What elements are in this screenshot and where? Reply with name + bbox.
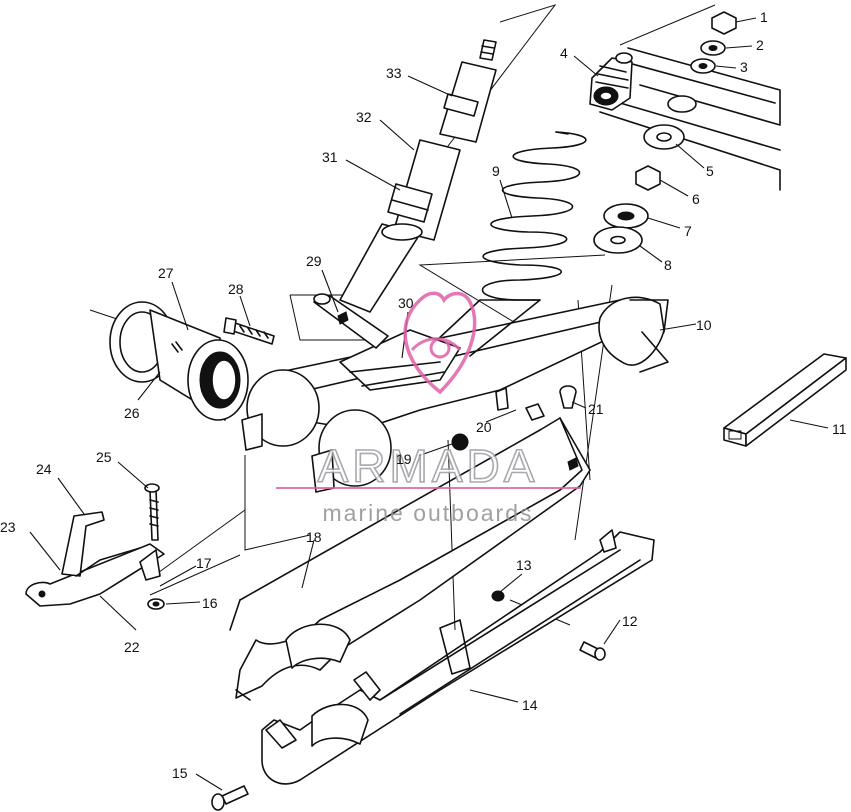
leader-lines — [29, 17, 829, 791]
watermark-tagline: marine outboards — [323, 500, 534, 526]
pivot-tube-end — [598, 296, 665, 366]
callout-14: 14 — [522, 697, 538, 713]
coil-spring — [482, 131, 587, 301]
square-tube — [723, 353, 847, 447]
callout-20: 20 — [476, 419, 492, 435]
lower-chain-guard — [229, 417, 591, 701]
watermark-underline — [276, 487, 581, 489]
callout-17: 17 — [196, 555, 212, 571]
callout-4: 4 — [560, 45, 568, 61]
shock-eye-bushing — [589, 52, 633, 111]
nut-icon — [711, 11, 737, 35]
callout-9: 9 — [492, 163, 500, 179]
top-hardware — [690, 11, 737, 74]
pivot-shaft — [223, 293, 389, 349]
callout-23: 23 — [0, 519, 16, 535]
bracket-hardware — [451, 385, 577, 451]
callout-19: 19 — [396, 451, 412, 467]
callout-30: 30 — [398, 295, 414, 311]
axle-housing — [109, 301, 249, 421]
callout-10: 10 — [696, 317, 712, 333]
callout-22: 22 — [124, 639, 140, 655]
callout-12: 12 — [622, 613, 638, 629]
callout-29: 29 — [306, 253, 322, 269]
watermark-brand: ARMADA — [318, 440, 539, 492]
callout-28: 28 — [228, 281, 244, 297]
callout-15: 15 — [172, 765, 188, 781]
shock-absorber-tube — [339, 39, 497, 313]
callout-21: 21 — [588, 401, 604, 417]
callout-18: 18 — [306, 529, 322, 545]
callout-13: 13 — [516, 557, 532, 573]
callout-2: 2 — [756, 37, 764, 53]
callout-24: 24 — [36, 461, 52, 477]
callout-27: 27 — [158, 265, 174, 281]
callout-labels: 1 2 3 4 5 6 7 8 9 10 11 12 13 14 15 16 1… — [0, 9, 847, 781]
callout-5: 5 — [706, 163, 714, 179]
lower-skid-guard — [261, 529, 655, 785]
lower-hardware — [211, 590, 606, 811]
callout-7: 7 — [684, 223, 692, 239]
callout-11: 11 — [832, 421, 847, 437]
callout-33: 33 — [386, 65, 402, 81]
callout-16: 16 — [202, 595, 218, 611]
callout-3: 3 — [740, 59, 748, 75]
callout-26: 26 — [124, 405, 140, 421]
callout-1: 1 — [760, 9, 768, 25]
nut-icon — [635, 165, 661, 191]
callout-25: 25 — [96, 449, 112, 465]
callout-32: 32 — [356, 109, 372, 125]
callout-31: 31 — [322, 149, 338, 165]
swing-arm — [241, 296, 669, 493]
callout-6: 6 — [692, 191, 700, 207]
armada-logo-icon — [403, 291, 477, 395]
shock-hardware — [593, 124, 685, 254]
callout-8: 8 — [664, 257, 672, 273]
mounting-bracket — [25, 483, 165, 610]
watermark: ARMADA marine outboards — [276, 291, 581, 526]
